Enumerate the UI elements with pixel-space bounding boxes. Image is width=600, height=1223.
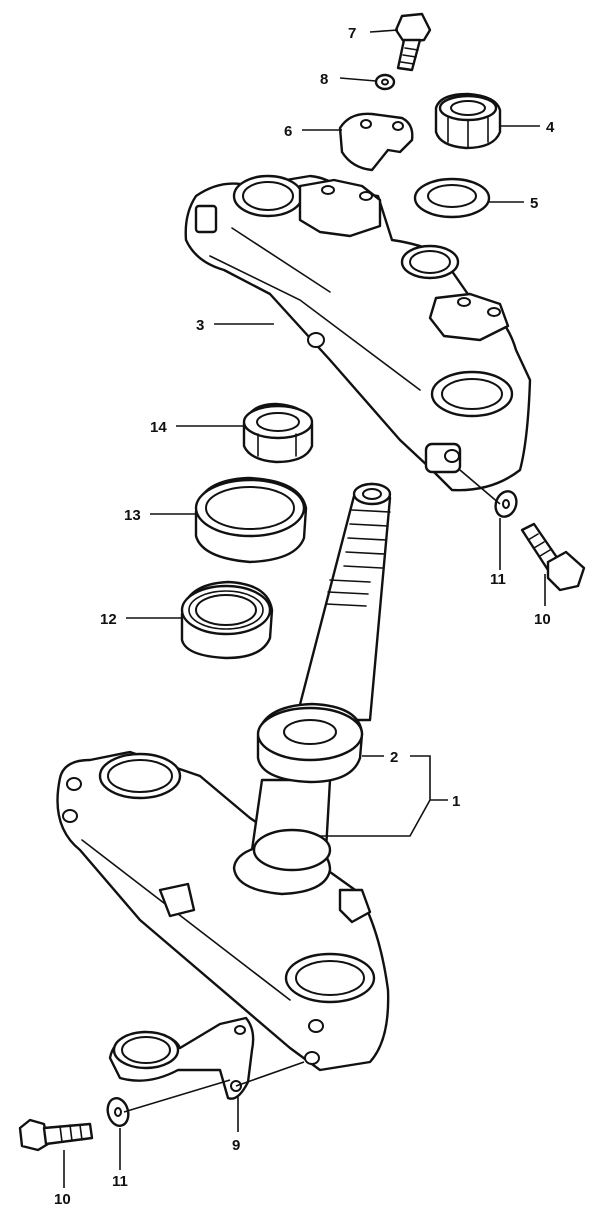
clamp-part-6 bbox=[338, 112, 414, 172]
washer-part-8 bbox=[374, 73, 396, 91]
leader-9 bbox=[123, 1061, 305, 1132]
washer-part-11-lower bbox=[106, 1097, 130, 1127]
callout-10-upper: 10 bbox=[534, 611, 551, 628]
bolt-part-7 bbox=[394, 12, 432, 72]
callout-5: 5 bbox=[530, 195, 538, 212]
callout-2: 2 bbox=[390, 749, 398, 766]
bearing-part-12 bbox=[180, 580, 274, 660]
leader-11-upper bbox=[459, 469, 501, 570]
callout-14: 14 bbox=[150, 419, 167, 436]
leader-1 bbox=[320, 755, 448, 837]
callout-12: 12 bbox=[100, 611, 117, 628]
bolt-part-10-lower bbox=[18, 1118, 94, 1152]
callout-8: 8 bbox=[320, 71, 328, 88]
upper-bracket-part-3 bbox=[184, 174, 532, 492]
callout-13: 13 bbox=[124, 507, 141, 524]
stem-bearing-part-2 bbox=[256, 702, 364, 784]
leader-lines bbox=[63, 29, 546, 1188]
callout-6: 6 bbox=[284, 123, 292, 140]
callout-7: 7 bbox=[348, 25, 356, 42]
callout-10-lower: 10 bbox=[54, 1191, 71, 1208]
nut-part-4 bbox=[434, 92, 502, 150]
callout-labels: 7 8 6 4 5 3 14 13 12 11 10 2 1 9 10 11 bbox=[54, 25, 555, 1208]
stem-lower-bracket-part-1 bbox=[56, 482, 392, 1072]
leader-8 bbox=[339, 77, 377, 82]
callout-1: 1 bbox=[452, 793, 460, 810]
callout-9: 9 bbox=[232, 1137, 240, 1154]
bolt-part-10-upper bbox=[520, 522, 586, 592]
callout-11-upper: 11 bbox=[490, 571, 506, 588]
washer-part-11-upper bbox=[494, 490, 518, 518]
leader-7 bbox=[369, 29, 399, 33]
bracket-part-9 bbox=[108, 1016, 255, 1100]
callout-4: 4 bbox=[546, 119, 555, 136]
callout-3: 3 bbox=[196, 317, 204, 334]
callout-11-lower: 11 bbox=[112, 1173, 128, 1190]
seal-ring-part-5 bbox=[413, 177, 491, 219]
ring-nut-part-14 bbox=[242, 402, 314, 464]
seal-part-13 bbox=[194, 476, 308, 564]
